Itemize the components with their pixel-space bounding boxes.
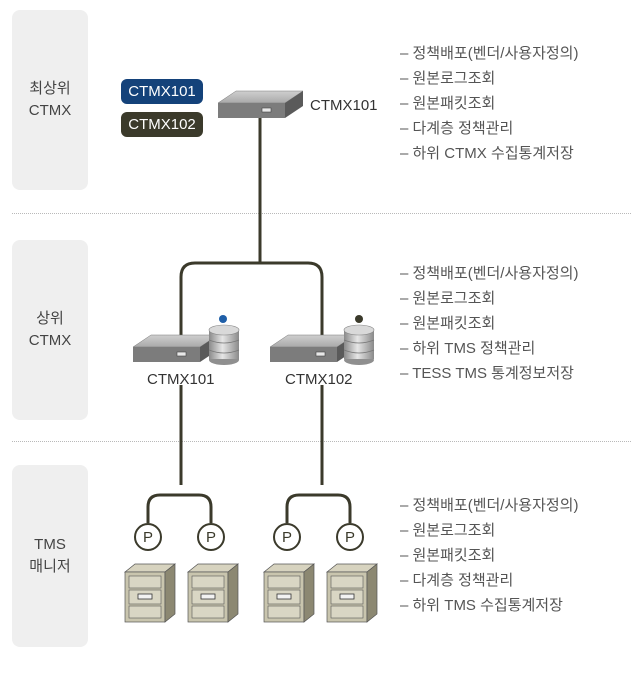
feature-item: – 원본패킷조회 — [400, 315, 496, 332]
feature-item: – TESS TMS 통계정보저장 — [400, 365, 574, 382]
feature-item: – 정책배포(벤더/사용자정의) — [400, 265, 579, 282]
database-icon — [343, 324, 375, 365]
legend-badge-ctmx102: CTMX102 — [121, 112, 203, 137]
feature-item: – 하위 TMS 정책관리 — [400, 340, 536, 357]
feature-list-bottom: – 정책배포(벤더/사용자정의) – 원본로그조회 – 원본패킷조회 – 다계층… — [400, 493, 578, 618]
policy-circle-icon — [197, 523, 225, 551]
server-icon — [269, 334, 356, 362]
tier-separator-1 — [12, 213, 631, 214]
connector-lines — [146, 118, 352, 523]
policy-circle-icon — [134, 523, 162, 551]
policy-circle-icon — [273, 523, 301, 551]
feature-item: – 원본패킷조회 — [400, 547, 496, 564]
tier-top-panel: 최상위 CTMX — [12, 10, 88, 190]
tier-bottom-label-line1: TMS — [34, 536, 66, 553]
server-icon — [132, 334, 219, 362]
server-icon — [217, 90, 304, 118]
feature-item: – 원본로그조회 — [400, 290, 496, 307]
policy-label: P — [206, 529, 216, 546]
feature-item: – 정책배포(벤더/사용자정의) — [400, 45, 579, 62]
file-cabinet-icon — [124, 563, 176, 623]
status-dot-icon — [219, 315, 227, 323]
tier-mid-label-line1: 상위 — [36, 310, 64, 327]
tier-mid-label-line2: CTMX — [28, 332, 72, 349]
feature-item: – 다계층 정책관리 — [400, 572, 514, 589]
feature-item: – 정책배포(벤더/사용자정의) — [400, 497, 579, 514]
tier-mid-panel: 상위 CTMX — [12, 240, 88, 420]
legend-badge-ctmx101: CTMX101 — [121, 79, 203, 104]
policy-circle-icon — [336, 523, 364, 551]
feature-list-mid: – 정책배포(벤더/사용자정의) – 원본로그조회 – 원본패킷조회 – 하위 … — [400, 261, 578, 386]
feature-item: – 원본로그조회 — [400, 522, 496, 539]
feature-item: – 하위 CTMX 수집통계저장 — [400, 145, 574, 162]
policy-label: P — [345, 529, 355, 546]
node-label-top: CTMX101 — [310, 97, 378, 114]
database-icon — [208, 324, 240, 365]
connector-mid-branch — [179, 261, 324, 350]
feature-item: – 원본패킷조회 — [400, 95, 496, 112]
file-cabinet-icon — [263, 563, 315, 623]
feature-list-top: – 정책배포(벤더/사용자정의) – 원본로그조회 – 원본패킷조회 – 다계층… — [400, 41, 578, 166]
tier-bottom-panel: TMS 매니저 — [12, 465, 88, 647]
tier-bottom-label-line2: 매니저 — [29, 558, 71, 575]
status-dot-icon — [355, 315, 363, 323]
feature-item: – 원본로그조회 — [400, 70, 496, 87]
connector-right-split — [285, 493, 352, 523]
file-cabinet-icon — [187, 563, 239, 623]
file-cabinet-icon — [326, 563, 378, 623]
feature-item: – 다계층 정책관리 — [400, 120, 514, 137]
node-label-mid-left: CTMX101 — [147, 371, 215, 388]
connector-left-split — [146, 493, 213, 523]
policy-nodes — [134, 523, 364, 551]
node-label-mid-right: CTMX102 — [285, 371, 353, 388]
policy-label: P — [282, 529, 292, 546]
feature-item: – 하위 TMS 수집통계저장 — [400, 597, 563, 614]
tier-top-label-line2: CTMX — [28, 102, 72, 119]
tier-top-label-line1: 최상위 — [29, 80, 71, 97]
policy-label: P — [143, 529, 153, 546]
